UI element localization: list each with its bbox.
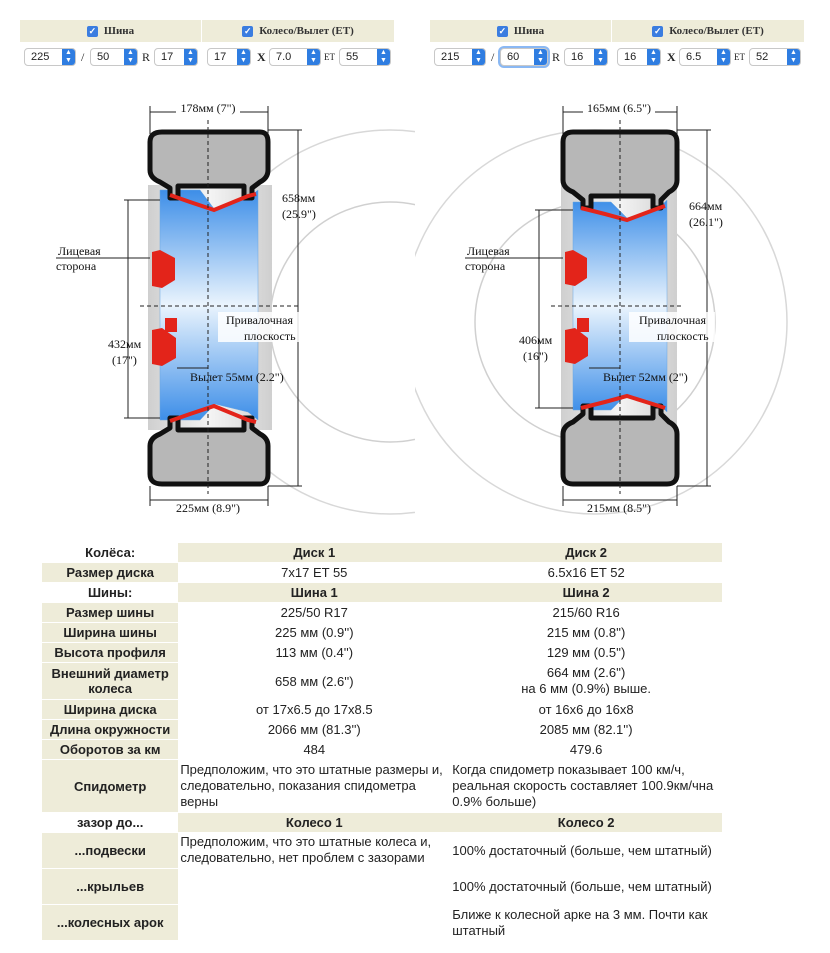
rim-in-label: (16") bbox=[523, 349, 548, 363]
disc-spoke-lower bbox=[565, 328, 588, 364]
comparison-table: Колёса: Диск 1 Диск 2 Размер диска 7x17 … bbox=[42, 542, 722, 941]
disc-spoke-upper bbox=[565, 250, 587, 286]
checkbox-icon[interactable]: ✓ bbox=[86, 25, 98, 37]
left-wheel-diameter-select[interactable]: 17▲▼ bbox=[207, 48, 251, 66]
left-tire-profile-select[interactable]: 50▲▼ bbox=[90, 48, 138, 66]
top-width-label: 165мм (6.5") bbox=[587, 101, 651, 115]
hub-mount bbox=[577, 318, 589, 332]
bottom-width-label: 225мм (8.9") bbox=[176, 501, 240, 515]
rim-flange-bottom bbox=[169, 403, 257, 424]
offset-label: Вылет 52мм (2") bbox=[603, 370, 688, 384]
mount-label-1: Привалочная bbox=[639, 313, 706, 327]
table-row: Размер диска 7x17 ET 55 6.5x16 ET 52 bbox=[42, 563, 722, 582]
select-arrows-icon: ▲▼ bbox=[377, 49, 390, 65]
rim-flange-top bbox=[580, 204, 666, 223]
right-tire-width-select[interactable]: 215▲▼ bbox=[434, 48, 486, 66]
select-arrows-icon: ▲▼ bbox=[594, 49, 607, 65]
right-wheel-diagram: 165мм (6.5") 664мм (26.1") Лицевая сторо… bbox=[415, 100, 788, 515]
checkbox-icon[interactable]: ✓ bbox=[242, 25, 254, 37]
offset-label: Вылет 55мм (2.2") bbox=[190, 370, 284, 384]
outer-in-label: (25.9") bbox=[282, 207, 316, 221]
table-row: Размер шины 225/50 R17 215/60 R16 bbox=[42, 603, 722, 622]
left-tire-rim-select[interactable]: 17▲▼ bbox=[154, 48, 198, 66]
face-label-1: Лицевая bbox=[58, 244, 101, 258]
outer-in-label: (26.1") bbox=[689, 215, 723, 229]
select-arrows-icon: ▲▼ bbox=[647, 49, 660, 65]
table-row: Высота профиля 113 мм (0.4'') 129 мм (0.… bbox=[42, 643, 722, 662]
right-wheel-width-select[interactable]: 6.5▲▼ bbox=[679, 48, 731, 66]
tire-top-section bbox=[147, 129, 271, 201]
bottom-width-label: 215мм (8.5") bbox=[587, 501, 651, 515]
table-row: Ширина шины 225 мм (0.9'') 215 мм (0.8''… bbox=[42, 623, 722, 642]
left-wheel-diagram: 178мм (7") 658мм (25.9") Лицевая сторона… bbox=[56, 100, 415, 515]
mount-label-1: Привалочная bbox=[226, 313, 293, 327]
select-arrows-icon: ▲▼ bbox=[472, 49, 485, 65]
left-tire-width-select[interactable]: 225▲▼ bbox=[24, 48, 76, 66]
disc-spoke-lower bbox=[152, 328, 176, 366]
disk-size-1: 7x17 ET 55 bbox=[281, 565, 348, 580]
face-label-1: Лицевая bbox=[467, 244, 510, 258]
mount-label-2: плоскость bbox=[657, 329, 709, 343]
right-tire-profile-select[interactable]: 60▲▼ bbox=[500, 48, 548, 66]
checkbox-icon[interactable]: ✓ bbox=[496, 25, 508, 37]
wheel2-header: Колесо 2 bbox=[450, 813, 722, 832]
rim-mm-label: 432мм bbox=[108, 337, 142, 351]
wheel1-header: Колесо 1 bbox=[178, 813, 451, 832]
select-arrows-icon: ▲▼ bbox=[124, 49, 137, 65]
tires-section-title: Шины: bbox=[42, 583, 179, 602]
rim-flange-top bbox=[169, 192, 257, 213]
select-arrows-icon: ▲▼ bbox=[237, 49, 250, 65]
tire-bottom-section bbox=[147, 415, 271, 487]
face-label-2: сторона bbox=[465, 259, 506, 273]
rim-mm-label: 406мм bbox=[519, 333, 553, 347]
checkbox-icon[interactable]: ✓ bbox=[652, 25, 664, 37]
table-row: Спидометр Предположим, что это штатные р… bbox=[42, 760, 722, 812]
tire-size-1: 225/50 R17 bbox=[280, 605, 348, 620]
tire1-header: Шина 1 bbox=[178, 583, 451, 602]
right-wheel-diameter-select[interactable]: 16▲▼ bbox=[617, 48, 661, 66]
table-row: Длина окружности 2066 мм (81.3'') 2085 м… bbox=[42, 720, 722, 739]
table-row: ...колесных арок Ближе к колесной арке н… bbox=[42, 905, 722, 940]
left-wheel-header[interactable]: ✓Колесо/Вылет (ET) bbox=[202, 20, 395, 42]
tire2-header: Шина 2 bbox=[450, 583, 722, 602]
right-tire-header[interactable]: ✓Шина bbox=[430, 20, 612, 42]
select-arrows-icon: ▲▼ bbox=[534, 49, 547, 65]
right-controls: ✓Шина ✓Колесо/Вылет (ET) 215▲▼ / 60▲▼ R … bbox=[430, 20, 805, 70]
rim-flange-bottom bbox=[580, 393, 666, 410]
outer-mm-label: 658мм bbox=[282, 191, 316, 205]
clearance-section-title: зазор до... bbox=[42, 813, 179, 832]
table-row: ...подвески Предположим, что это штатные… bbox=[42, 833, 722, 868]
select-arrows-icon: ▲▼ bbox=[787, 49, 800, 65]
disk-size-2: 6.5x16 ET 52 bbox=[547, 565, 625, 580]
wheels-section-title: Колёса: bbox=[42, 543, 179, 562]
hub-mount bbox=[165, 318, 177, 332]
face-label-2: сторона bbox=[56, 259, 97, 273]
table-row: Оборотов за км 484 479.6 bbox=[42, 740, 722, 759]
disc-spoke-upper bbox=[152, 250, 175, 288]
select-arrows-icon: ▲▼ bbox=[184, 49, 197, 65]
left-wheel-offset-select[interactable]: 55▲▼ bbox=[339, 48, 391, 66]
right-tire-rim-select[interactable]: 16▲▼ bbox=[564, 48, 608, 66]
tire-size-2: 215/60 R16 bbox=[552, 605, 620, 620]
left-tire-header[interactable]: ✓Шина bbox=[20, 20, 202, 42]
right-wheel-header[interactable]: ✓Колесо/Вылет (ET) bbox=[612, 20, 805, 42]
table-row: ...крыльев 100% достаточный (больше, чем… bbox=[42, 869, 722, 904]
select-arrows-icon: ▲▼ bbox=[62, 49, 75, 65]
top-width-label: 178мм (7") bbox=[180, 101, 235, 115]
disk2-header: Диск 2 bbox=[450, 543, 722, 562]
select-arrows-icon: ▲▼ bbox=[717, 49, 730, 65]
table-row: Ширина диска от 17x6.5 до 17x8.5 от 16x6… bbox=[42, 700, 722, 719]
rim-in-label: (17") bbox=[112, 353, 137, 367]
rim-barrel bbox=[159, 189, 259, 421]
left-controls: ✓Шина ✓Колесо/Вылет (ET) 225▲▼ / 50▲▼ R … bbox=[20, 20, 395, 70]
left-wheel-width-select[interactable]: 7.0▲▼ bbox=[269, 48, 321, 66]
right-wheel-offset-select[interactable]: 52▲▼ bbox=[749, 48, 801, 66]
select-arrows-icon: ▲▼ bbox=[307, 49, 320, 65]
disk1-header: Диск 1 bbox=[178, 543, 451, 562]
table-row: Внешний диаметр колеса 658 мм (2.6'') 66… bbox=[42, 663, 722, 699]
mount-label-2: плоскость bbox=[244, 329, 296, 343]
outer-mm-label: 664мм bbox=[689, 199, 723, 213]
